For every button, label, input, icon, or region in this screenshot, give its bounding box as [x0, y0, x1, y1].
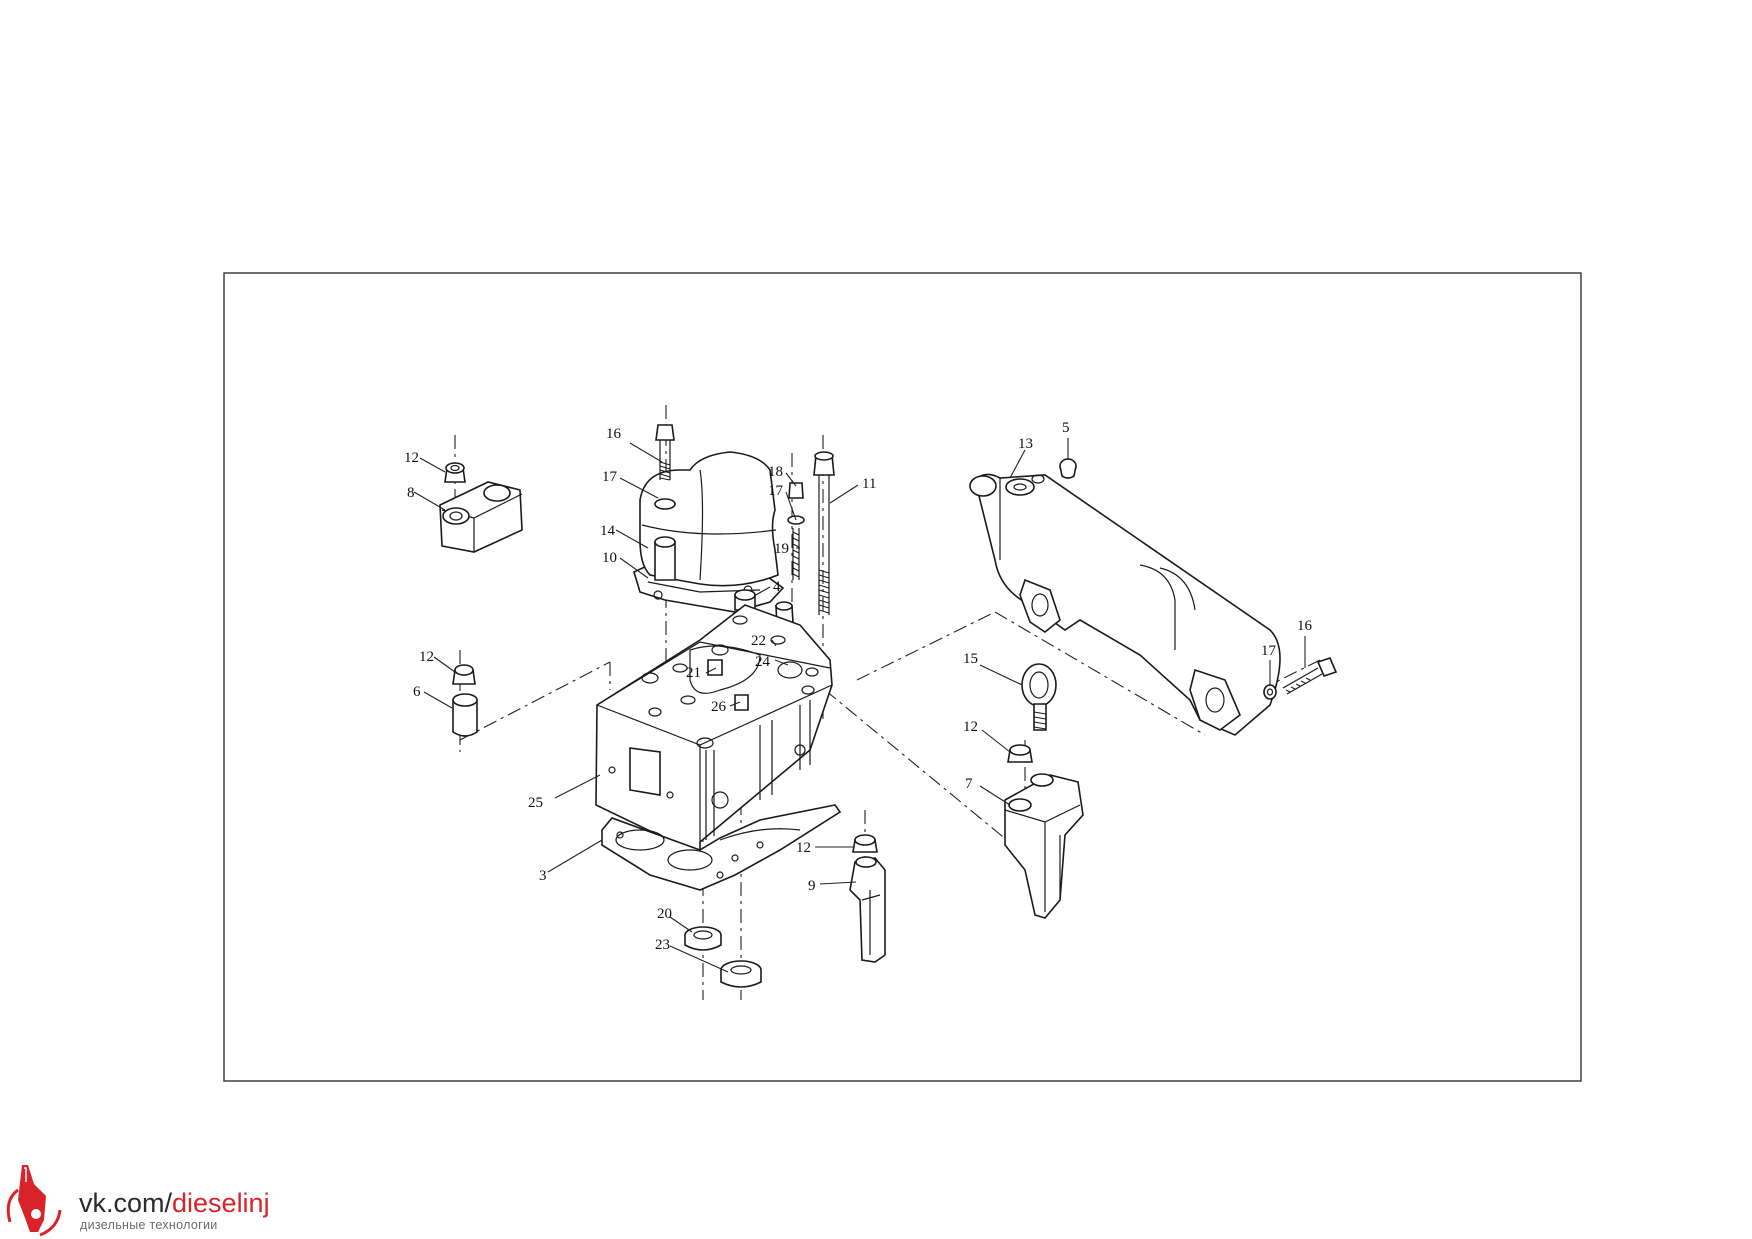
- callout-3-head-gasket: 3: [539, 868, 547, 884]
- drawing-frame: [223, 272, 1582, 1082]
- callout-15-eye-bolt: 15: [963, 651, 978, 667]
- callout-5-plug: 5: [1062, 420, 1070, 436]
- watermark: vk.com/dieselinj дизельные технологии: [6, 1165, 270, 1237]
- callout-24: 24: [755, 654, 771, 670]
- callout-17-cover-washer: 17: [602, 469, 618, 485]
- callout-12-nut-right: 12: [963, 719, 978, 735]
- callout-14-valve-cover: 14: [600, 523, 616, 539]
- part-16-bolt-right: [1282, 657, 1338, 695]
- part-12-nut-right: [1007, 744, 1033, 763]
- part-15-eye-bolt: [1021, 663, 1057, 731]
- part-7-bracket: [1004, 773, 1084, 919]
- part-3-head-gasket: [601, 804, 842, 891]
- part-13-exhaust-manifold: [969, 473, 1281, 736]
- callout-9-bracket: 9: [808, 878, 816, 894]
- callouts: 16 17 14 10 18 17 19 11 4 22 24 21 26 12…: [404, 420, 1313, 953]
- part-8-block: [439, 481, 523, 553]
- callout-8-block: 8: [407, 485, 415, 501]
- callout-22-sleeve: 22: [751, 633, 766, 649]
- callout-11-long-bolt: 11: [862, 476, 876, 492]
- callout-25-cylinder-head: 25: [528, 795, 543, 811]
- watermark-handle: dieselinj: [172, 1188, 270, 1218]
- part-17-washer-right: [1263, 684, 1277, 700]
- callout-17-washer: 17: [768, 483, 784, 499]
- leader-lines: [413, 438, 1306, 973]
- part-5-plug: [1059, 458, 1077, 479]
- part-23-seat: [720, 960, 762, 988]
- callout-19-stud: 19: [774, 541, 789, 557]
- part-9-bracket: [849, 856, 886, 963]
- callout-23-seat: 23: [655, 937, 670, 953]
- callout-12-nut-top: 12: [404, 450, 419, 466]
- callout-17-washer-right: 17: [1261, 643, 1277, 659]
- part-19-stud: [787, 482, 805, 580]
- callout-16-cover-bolt: 16: [606, 426, 622, 442]
- part-14-valve-cover: [639, 451, 779, 587]
- part-16-bolt-cover: [654, 424, 676, 510]
- callout-18-nut: 18: [768, 464, 783, 480]
- watermark-prefix: vk.com/: [79, 1188, 173, 1218]
- watermark-url: vk.com/dieselinj: [79, 1188, 270, 1218]
- part-12-nut-top: [444, 462, 466, 483]
- watermark-subtitle: дизельные технологии: [80, 1218, 218, 1232]
- part-6-sleeve: [452, 693, 478, 737]
- callout-20-seat: 20: [657, 906, 672, 922]
- part-12-nut-mid: [452, 664, 476, 685]
- callout-7-bracket: 7: [965, 776, 973, 792]
- callout-12-nut-lower: 12: [796, 840, 811, 856]
- part-20-seat: [684, 926, 722, 951]
- injector-logo-icon: [6, 1165, 62, 1237]
- callout-4-plug: 4: [773, 579, 781, 595]
- callout-16-bolt-right: 16: [1297, 618, 1313, 634]
- assembly-axes: [454, 405, 1321, 1000]
- callout-21: 21: [686, 665, 701, 681]
- callout-10-gasket: 10: [602, 550, 617, 566]
- part-25-cylinder-head: [595, 604, 833, 857]
- callout-13-manifold: 13: [1018, 436, 1033, 452]
- part-11-long-bolt: [813, 451, 835, 615]
- callout-6-sleeve: 6: [413, 684, 421, 700]
- callout-26: 26: [711, 699, 727, 715]
- part-12-nut-lower: [852, 834, 878, 853]
- callout-12-nut-mid: 12: [419, 649, 434, 665]
